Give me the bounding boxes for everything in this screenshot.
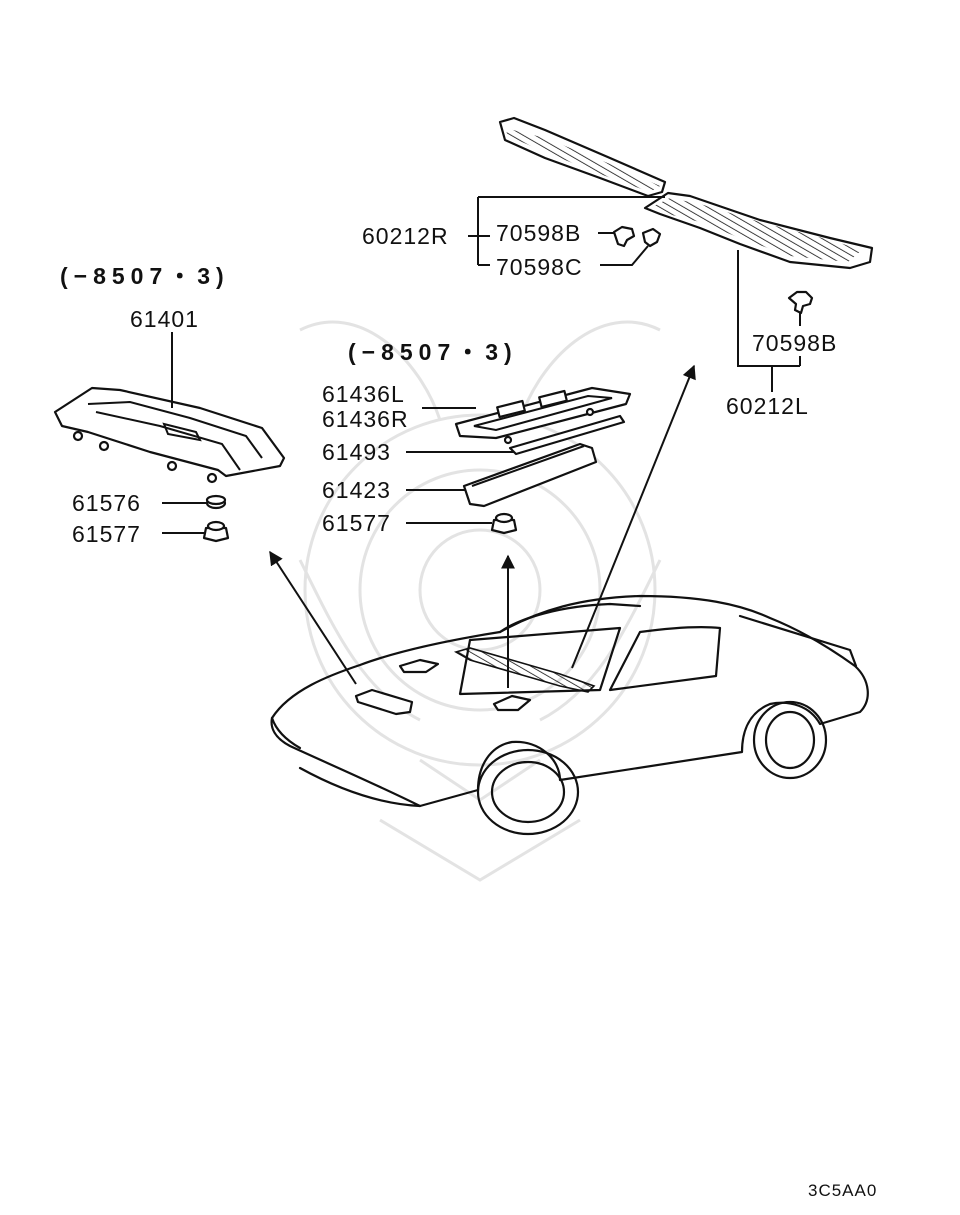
label-70598c: 70598C xyxy=(496,254,583,280)
label-61493: 61493 xyxy=(322,439,391,465)
label-61423: 61423 xyxy=(322,477,391,503)
grommet-61577-left xyxy=(202,520,230,543)
leader-61576-61577-left xyxy=(162,502,206,534)
watermark-emblem xyxy=(298,320,662,882)
label-60212r: 60212R xyxy=(362,223,449,249)
clip-70598b-top xyxy=(612,225,636,248)
label-70598b-right: 70598B xyxy=(752,330,837,356)
leader-center-parts xyxy=(406,407,514,524)
leader-60212r-bracket xyxy=(468,196,665,266)
figure-code: 3C5AA0 xyxy=(808,1181,877,1200)
cowl-top-61436 xyxy=(454,386,632,445)
cowl-base-61423 xyxy=(462,442,598,508)
roof-trim-strip-right xyxy=(498,116,667,198)
label-61577-left: 61577 xyxy=(72,521,141,547)
car-roof-strip xyxy=(453,647,596,693)
car-outline xyxy=(270,594,869,836)
car-hood-scoop-left xyxy=(354,688,414,716)
label-61576: 61576 xyxy=(72,490,141,516)
date-note-left: (−8507・3) xyxy=(60,263,230,289)
label-70598b-top: 70598B xyxy=(496,220,581,246)
pointer-arrows xyxy=(269,364,696,688)
label-61577-center: 61577 xyxy=(322,510,391,536)
car-hood-vent-center xyxy=(398,658,532,712)
clip-70598c xyxy=(641,227,662,248)
label-61436r: 61436R xyxy=(322,406,409,432)
label-61436l: 61436L xyxy=(322,381,405,407)
hood-scoop-61401 xyxy=(53,386,286,484)
roof-trim-strip-left xyxy=(643,191,874,270)
clip-70598b-right xyxy=(787,290,814,315)
date-note-center: (−8507・3) xyxy=(348,339,518,365)
grommet-61576 xyxy=(205,494,227,510)
grommet-61577-center xyxy=(490,512,518,535)
label-60212l: 60212L xyxy=(726,393,809,419)
leader-60212l-bracket xyxy=(737,250,801,392)
label-61401: 61401 xyxy=(130,306,199,332)
